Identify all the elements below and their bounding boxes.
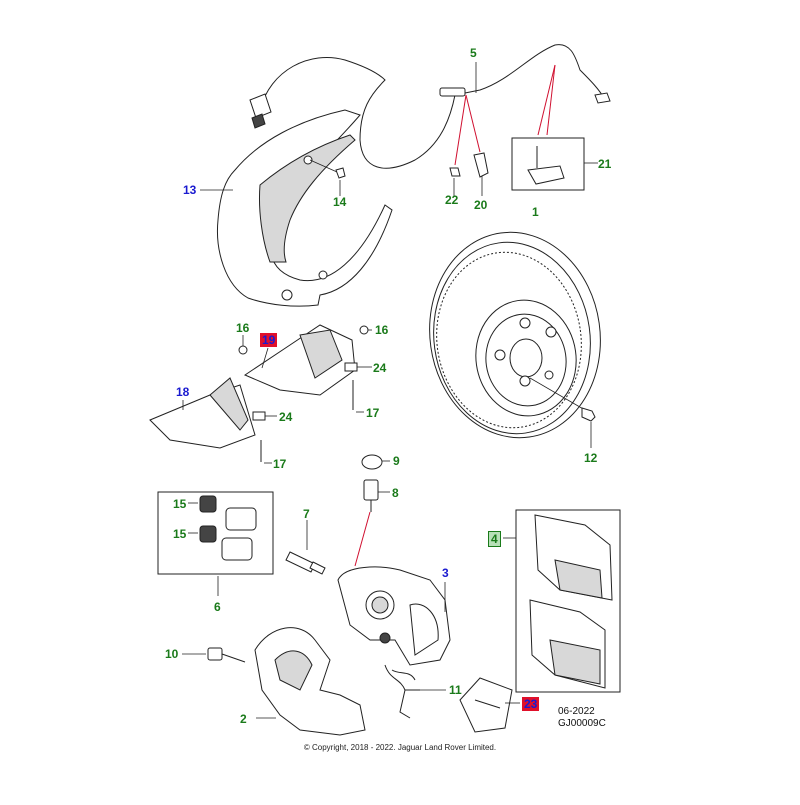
date-code: 06-2022 — [558, 706, 595, 717]
callout-15-upper: 15 — [173, 497, 187, 511]
callout-3: 3 — [442, 566, 449, 580]
callout-19: 19 — [260, 333, 278, 347]
brake-backing-plate — [200, 109, 393, 307]
callout-4: 4 — [488, 531, 501, 547]
brake-wear-sensor — [249, 44, 611, 169]
callout-13: 13 — [183, 183, 197, 197]
callout-5: 5 — [470, 46, 477, 60]
sensor-clip-bracket — [449, 94, 489, 196]
callout-14: 14 — [333, 195, 347, 209]
callout-20: 20 — [474, 198, 488, 212]
brake-caliper — [337, 511, 451, 666]
callout-6: 6 — [214, 600, 221, 614]
lower-splash-shield — [149, 377, 256, 449]
callout-16-right: 16 — [375, 323, 389, 337]
callout-17-left: 17 — [273, 457, 287, 471]
anti-rattle-spring — [384, 664, 446, 719]
callout-15-lower: 15 — [173, 527, 187, 541]
callout-22: 22 — [445, 193, 459, 207]
pad-wear-label — [459, 677, 520, 733]
backing-plate-screw — [309, 159, 346, 196]
callout-24-left: 24 — [279, 410, 293, 424]
guide-pin — [285, 520, 326, 575]
callout-18: 18 — [176, 385, 190, 399]
callout-23: 23 — [522, 697, 540, 711]
callout-7: 7 — [303, 507, 310, 521]
carrier-bolt — [182, 647, 246, 663]
callout-21: 21 — [598, 157, 612, 171]
callout-16-left: 16 — [236, 321, 250, 335]
callout-8: 8 — [392, 486, 399, 500]
callout-11: 11 — [449, 683, 462, 697]
guide-pin-kit-box — [157, 491, 274, 596]
bleed-cap — [361, 454, 390, 470]
sensor-clip-detail-box — [511, 64, 598, 191]
shield-fasteners — [238, 325, 372, 464]
callout-10: 10 — [165, 647, 179, 661]
brake-disc — [429, 231, 601, 439]
upper-splash-shield — [243, 324, 356, 396]
callout-1: 1 — [532, 205, 539, 219]
caliper-carrier-bracket — [254, 627, 366, 736]
callout-24-right: 24 — [373, 361, 387, 375]
disc-retaining-screw — [529, 377, 596, 448]
callout-12: 12 — [584, 451, 598, 465]
callout-9: 9 — [393, 454, 400, 468]
brake-pad-set-box — [503, 509, 621, 693]
drawing-number: GJ00009C — [558, 718, 606, 729]
bleed-screw — [363, 479, 390, 512]
copyright-notice: © Copyright, 2018 - 2022. Jaguar Land Ro… — [303, 743, 497, 752]
callout-17-right: 17 — [366, 406, 380, 420]
callout-2: 2 — [240, 712, 247, 726]
